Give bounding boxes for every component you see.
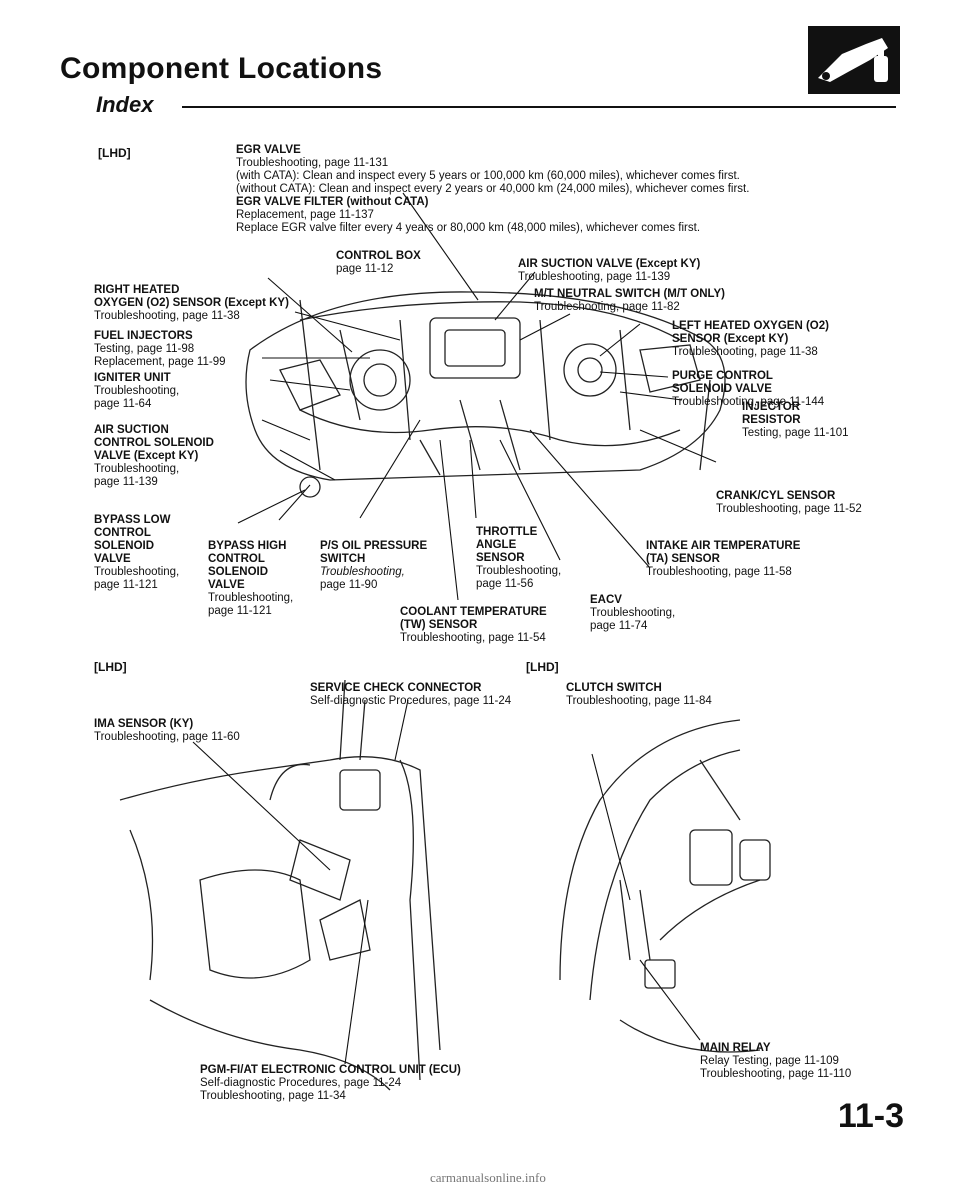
right-o2-sensor-label: RIGHT HEATED OXYGEN (O2) SENSOR (Except … — [94, 284, 289, 322]
throttle-angle-sensor-label: THROTTLE ANGLE SENSOR Troubleshooting, p… — [476, 526, 562, 590]
eacv-label: EACV Troubleshooting, page 11-74 — [590, 594, 676, 632]
ps-oil-pressure-label: P/S OIL PRESSURE SWITCH Troubleshooting,… — [320, 540, 428, 591]
left-o2-sensor-label: LEFT HEATED OXYGEN (O2) SENSOR (Except K… — [672, 320, 829, 358]
coolant-temperature-label: COOLANT TEMPERATURE (TW) SENSOR Troubles… — [400, 606, 547, 644]
ima-sensor-label: IMA SENSOR (KY) Troubleshooting, page 11… — [94, 718, 240, 743]
section-subtitle: Index — [96, 92, 154, 117]
purge-control-label: PURGE CONTROL SOLENOID VALVE Troubleshoo… — [672, 370, 825, 408]
clutch-relay-drawing — [559, 719, 771, 1053]
region-label-lhd-left: [LHD] — [94, 660, 127, 674]
fuel-system-logo-icon — [808, 26, 900, 94]
air-suction-solenoid-label: AIR SUCTION CONTROL SOLENOID VALVE (Exce… — [94, 424, 214, 488]
air-suction-valve-label: AIR SUCTION VALVE (Except KY) Troublesho… — [518, 258, 701, 283]
main-relay-label: MAIN RELAY Relay Testing, page 11-109 Tr… — [700, 1042, 852, 1080]
mt-neutral-switch-label: M/T NEUTRAL SWITCH (M/T ONLY) Troublesho… — [534, 288, 726, 313]
clutch-switch-label: CLUTCH SWITCH Troubleshooting, page 11-8… — [566, 682, 712, 707]
egr-valve-name: EGR VALVE — [236, 144, 301, 156]
page-title: Component Locations — [60, 52, 383, 85]
igniter-unit-label: IGNITER UNIT Troubleshooting, page 11-64 — [94, 372, 180, 410]
ecu-label: PGM-FI/AT ELECTRONIC CONTROL UNIT (ECU) … — [200, 1064, 461, 1102]
watermark: carmanualsonline.info — [430, 1170, 546, 1185]
leader-lines — [192, 192, 717, 1065]
fuel-injectors-label: FUEL INJECTORS Testing, page 11-98 Repla… — [94, 330, 226, 368]
crank-cyl-sensor-label: CRANK/CYL SENSOR Troubleshooting, page 1… — [716, 490, 862, 515]
region-label-lhd-right: [LHD] — [526, 660, 559, 674]
engine-bay-drawing — [245, 291, 726, 498]
page-number: 11-3 — [837, 1097, 904, 1135]
service-check-connector-label: SERVICE CHECK CONNECTOR Self-diagnostic … — [310, 682, 512, 707]
driver-footwell-drawing — [119, 679, 441, 1091]
bypass-low-label: BYPASS LOW CONTROL SOLENOID VALVE Troubl… — [94, 514, 180, 591]
injector-resistor-label: INJECTOR RESISTOR Testing, page 11-101 — [742, 401, 849, 439]
egr-filter-name: EGR VALVE FILTER (without CATA) — [236, 196, 429, 208]
header-rule — [182, 106, 896, 108]
intake-air-temperature-label: INTAKE AIR TEMPERATURE (TA) SENSOR Troub… — [646, 540, 801, 578]
region-label-lhd: [LHD] — [98, 146, 131, 160]
control-box-label: CONTROL BOX page 11-12 — [336, 250, 421, 275]
bypass-high-label: BYPASS HIGH CONTROL SOLENOID VALVE Troub… — [208, 540, 294, 617]
egr-valve-label: EGR VALVE Troubleshooting, page 11-131 (… — [236, 144, 750, 234]
